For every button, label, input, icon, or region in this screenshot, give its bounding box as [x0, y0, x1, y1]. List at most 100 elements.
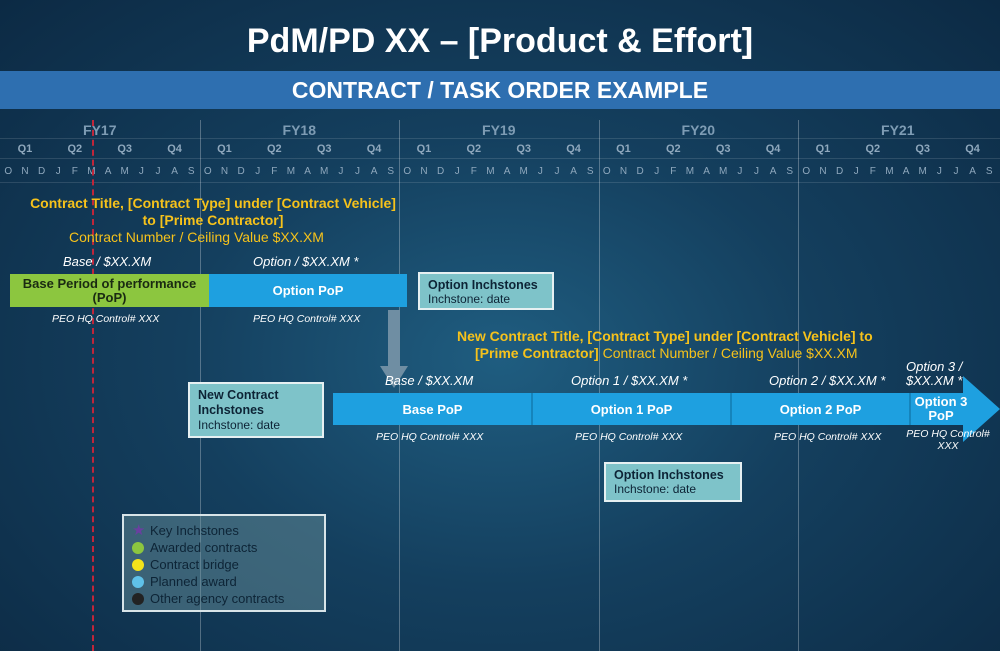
- new-inchstones-text: Inchstone: date: [198, 418, 281, 432]
- contract2-option3-label: Option 3 / $XX.XM *: [906, 360, 962, 388]
- option3-label-line2: $XX.XM *: [906, 373, 963, 388]
- month-label: J: [554, 166, 560, 177]
- contract2-base-pop[interactable]: Base PoP: [333, 393, 532, 425]
- base-pop-bar-label: Base Period of performance (PoP): [22, 275, 197, 305]
- month-label: J: [155, 166, 161, 177]
- contract2-option1-label: Option 1 / $XX.XM *: [571, 373, 688, 388]
- month-label: O: [602, 166, 611, 177]
- legend-label: Contract bridge: [150, 557, 239, 572]
- option3-label-line1: Option 3 /: [906, 359, 963, 374]
- quarter-label: Q1: [416, 143, 432, 155]
- contract2-title-line2: [Prime Contractor] Contract Number / Cei…: [475, 345, 858, 361]
- month-label: J: [354, 166, 360, 177]
- quarter-label: Q3: [117, 143, 133, 155]
- contract2-option1-pop[interactable]: Option 1 PoP: [532, 393, 731, 425]
- contract1-option-label: Option / $XX.XM *: [253, 254, 359, 269]
- month-label: D: [835, 166, 844, 177]
- contract2-arrow-bar: [333, 376, 1000, 442]
- month-label: M: [486, 166, 495, 177]
- contract1-option-inchstones[interactable]: Option Inchstones Inchstone: date: [418, 272, 554, 310]
- timeline-row-divider: [0, 138, 1000, 139]
- month-label: N: [21, 166, 29, 177]
- quarter-label: Q3: [316, 143, 332, 155]
- legend-item: Planned award: [132, 573, 324, 590]
- contract1-base-label: Base / $XX.XM: [63, 254, 152, 269]
- quarter-label: Q4: [965, 143, 980, 155]
- contract2-option3-pop-label: Option 3 PoP: [914, 394, 968, 423]
- legend-label: Key Inchstones: [150, 523, 239, 538]
- month-label: A: [969, 166, 976, 177]
- month-label: D: [37, 166, 46, 177]
- year-divider: [399, 120, 400, 651]
- month-label: S: [786, 166, 794, 177]
- month-label: M: [320, 166, 329, 177]
- timeline-row-divider: [0, 182, 1000, 183]
- month-label: F: [271, 166, 278, 177]
- month-label: M: [719, 166, 728, 177]
- month-label: N: [819, 166, 827, 177]
- month-label: J: [853, 166, 859, 177]
- month-label: A: [769, 166, 777, 177]
- month-label: J: [753, 166, 759, 177]
- contract2-option-inchstones[interactable]: Option Inchstones Inchstone: date: [604, 462, 742, 502]
- contract2-option2-pop[interactable]: Option 2 PoP: [731, 393, 910, 425]
- subtitle-bar: [0, 71, 1000, 109]
- quarter-label: Q1: [17, 143, 33, 155]
- month-label: J: [454, 166, 460, 177]
- month-label: N: [619, 166, 628, 177]
- month-label: O: [802, 166, 811, 177]
- quarter-label: Q4: [566, 143, 581, 155]
- month-label: A: [104, 166, 112, 177]
- month-label: J: [737, 166, 743, 177]
- month-label: M: [918, 166, 927, 177]
- month-label: J: [255, 166, 261, 177]
- legend-item: ★ Key Inchstones: [132, 522, 324, 539]
- legend-label: Awarded contracts: [150, 540, 258, 555]
- star-icon: ★: [132, 521, 146, 539]
- month-label: S: [187, 166, 195, 177]
- contract2-base-control: PEO HQ Control# XXX: [376, 431, 484, 443]
- quarter-label: Q2: [865, 143, 881, 155]
- contract2-base-label: Base / $XX.XM: [385, 373, 474, 388]
- month-label: A: [304, 166, 311, 177]
- month-label: S: [586, 166, 594, 177]
- option-pop-bar[interactable]: Option PoP: [209, 274, 407, 307]
- month-label: D: [636, 166, 644, 177]
- quarter-label: Q2: [67, 143, 83, 155]
- option-inchstones-title: Option Inchstones: [614, 468, 724, 482]
- legend-label: Planned award: [150, 574, 237, 589]
- contract2-number: Contract Number / Ceiling Value $XX.XM: [598, 345, 858, 361]
- month-label: M: [885, 166, 894, 177]
- month-label: O: [203, 166, 212, 177]
- month-label: M: [286, 166, 296, 177]
- month-label: J: [654, 166, 660, 177]
- page-subtitle: CONTRACT / TASK ORDER EXAMPLE: [291, 77, 709, 103]
- month-label: A: [570, 166, 577, 177]
- contract2-option3-pop[interactable]: Option 3 PoP: [910, 393, 972, 425]
- month-label: M: [685, 166, 695, 177]
- legend-item: Awarded contracts: [132, 539, 324, 556]
- contract1-title-line2: to [Prime Contractor]: [142, 212, 284, 228]
- inchstones-text: Inchstone: date: [428, 292, 511, 306]
- contract1-option-control: PEO HQ Control# XXX: [253, 313, 361, 325]
- new-contract-inchstones[interactable]: New Contract Inchstones Inchstone: date: [188, 382, 324, 438]
- month-label: O: [403, 166, 412, 177]
- base-pop-bar[interactable]: Base Period of performance (PoP): [10, 274, 209, 307]
- month-label: S: [387, 166, 395, 177]
- month-label: D: [237, 166, 245, 177]
- quarter-label: Q1: [217, 143, 232, 155]
- contract1-base-control: PEO HQ Control# XXX: [52, 313, 160, 325]
- month-label: A: [703, 166, 710, 177]
- legend-dot-icon: [132, 592, 144, 605]
- contract2-base-pop-label: Base PoP: [402, 401, 463, 417]
- month-label: J: [936, 166, 942, 177]
- legend-dot-icon: [132, 558, 144, 571]
- month-label: N: [420, 166, 428, 177]
- month-label: J: [953, 166, 959, 177]
- quarter-label: Q4: [765, 143, 781, 155]
- inchstones-title: Option Inchstones: [428, 278, 538, 292]
- contract2-prime: [Prime Contractor]: [475, 345, 599, 361]
- contract2-option2-label: Option 2 / $XX.XM *: [769, 373, 886, 388]
- quarter-label: Q2: [466, 143, 482, 155]
